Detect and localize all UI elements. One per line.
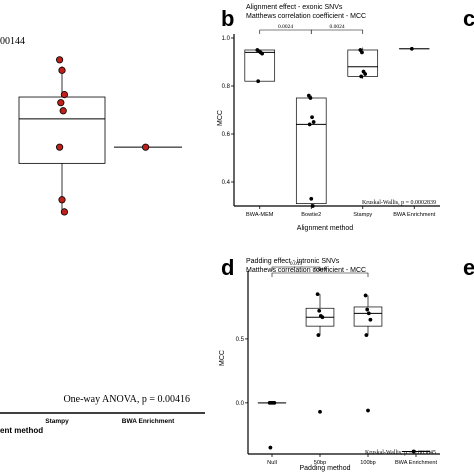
data-point-bwa-enrichment [142, 143, 150, 151]
data-point-stampy [59, 107, 67, 115]
data-point-bwa-mem [260, 51, 265, 56]
data-point-stampy [359, 74, 364, 79]
data-point-bwa-enrichment [411, 449, 416, 454]
data-point-bowtie2 [310, 204, 315, 208]
data-point-stampy [57, 99, 65, 107]
data-point-stampy [363, 72, 368, 76]
x-tick-label-100bp: 100bp [360, 460, 376, 466]
data-point-stampy [58, 66, 66, 74]
panel-a-xtick-bwa-enrichment: BWA Enrichment [122, 418, 175, 425]
x-tick-label-bwa-enrichment: BWA Enrichment [393, 212, 436, 218]
data-point-null [272, 400, 277, 405]
panel-d-title-line2: Matthews correlation coefficient - MCC [246, 267, 366, 274]
data-point-bwa-mem [256, 79, 261, 84]
comparison-bracket [271, 272, 369, 277]
box-bwa-mem [244, 49, 276, 82]
box-body [353, 306, 383, 327]
data-point-stampy [55, 56, 64, 64]
data-point-50bp [317, 308, 322, 313]
box-body [244, 49, 276, 82]
comparison-bracket [271, 266, 321, 271]
data-point-bowtie2 [310, 115, 314, 120]
comparison-null-50bp: 0.019 [271, 261, 321, 271]
panel-b-y-axis-label: MCC [217, 110, 224, 126]
data-point-stampy [58, 196, 66, 204]
data-point-bowtie2 [308, 96, 313, 100]
data-point-100bp [365, 307, 370, 312]
panel-d-stat-note: Kruskal-Wallis, p = 0.003845 [365, 450, 436, 456]
box-100bp [353, 295, 383, 336]
y-tick-label: 0.4 [222, 180, 231, 186]
data-point-bowtie2 [309, 196, 314, 201]
panel-a-plot-area [18, 56, 182, 216]
x-tick-label-bwa-enrichment: BWA Enrichment [395, 460, 438, 466]
y-tick-label: 0.6 [222, 132, 231, 138]
y-tick-label: 0.8 [222, 84, 231, 90]
data-point-100bp [364, 333, 369, 338]
panel-b: b Alignment effect - exonic SNVs Matthew… [217, 4, 440, 232]
data-point-100bp [366, 311, 371, 316]
data-point-50bp [320, 315, 325, 320]
data-point-50bp [315, 292, 320, 297]
comparison-label: 0.019 [314, 267, 327, 273]
panel-e-letter: e [463, 255, 474, 280]
comparison-bowtie2-stampy: 0.0024 [310, 24, 364, 34]
box-bowtie2 [295, 95, 327, 206]
comparison-bwa-mem-bowtie2: 0.0024 [259, 24, 312, 34]
x-tick-label-stampy: Stampy [353, 212, 372, 218]
data-point-bowtie2 [311, 120, 316, 124]
panel-b-letter: b [221, 6, 234, 31]
panel-d-x-axis-label: Padding method [300, 465, 351, 472]
panel-a-pvalue: 00144 [0, 36, 25, 47]
comparison-bracket [259, 29, 312, 34]
panel-a-x-axis-label: ent method [0, 426, 43, 435]
panel-d-letter: d [221, 255, 234, 280]
data-point-stampy [60, 90, 69, 99]
data-point-bwa-enrichment [409, 46, 414, 51]
box-body [295, 97, 327, 204]
panel-d: d Padding effect - intronic SNVs Matthew… [219, 255, 440, 472]
data-point-bowtie2 [307, 122, 312, 127]
y-tick-label: 0.0 [236, 401, 245, 407]
data-point-100bp [368, 317, 373, 322]
box-body [18, 96, 106, 164]
data-point-null [268, 445, 273, 450]
comparison-label: 0.019 [290, 261, 303, 267]
y-tick-label: 1.0 [222, 36, 231, 42]
x-tick-label-bwa-mem: BWA-MEM [246, 212, 274, 218]
box-stampy [18, 66, 106, 212]
data-point-50bp [316, 333, 321, 338]
panel-d-y-axis-label: MCC [219, 350, 226, 366]
panel-b-stat-note: Kruskal-Wallis, p = 0.0002839 [362, 200, 436, 206]
panel-b-x-axis-label: Alignment method [297, 225, 354, 232]
data-point-50bp [318, 409, 322, 414]
data-point-stampy [55, 143, 64, 151]
panel-c-letter: c [463, 6, 474, 31]
comparison-label: 0.0024 [278, 24, 293, 30]
x-tick-label-bowtie2: Bowtie2 [301, 212, 321, 218]
comparison-bracket [310, 29, 364, 34]
panel-a: 00144 One-way ANOVA, p = 0.00416 Stampy … [0, 36, 205, 435]
x-tick-label-null: Null [267, 460, 277, 466]
data-point-stampy [360, 50, 364, 55]
data-point-stampy [60, 208, 69, 216]
comparison-null-100bp: 0.019 [271, 267, 369, 277]
panel-d-title-line1: Padding effect - intronic SNVs [246, 258, 340, 265]
y-tick-label: 0.5 [236, 337, 245, 343]
x-tick-label-50bp: 50bp [314, 460, 326, 466]
data-point-100bp [363, 293, 368, 298]
data-point-100bp [366, 408, 370, 413]
panel-a-stat-note: One-way ANOVA, p = 0.00416 [63, 394, 190, 405]
panel-a-xtick-stampy: Stampy [45, 418, 69, 425]
panel-b-title-line2: Matthews correlation coefficient - MCC [246, 13, 366, 20]
comparison-label: 0.0024 [329, 24, 344, 30]
panel-b-title-line1: Alignment effect - exonic SNVs [246, 4, 343, 11]
